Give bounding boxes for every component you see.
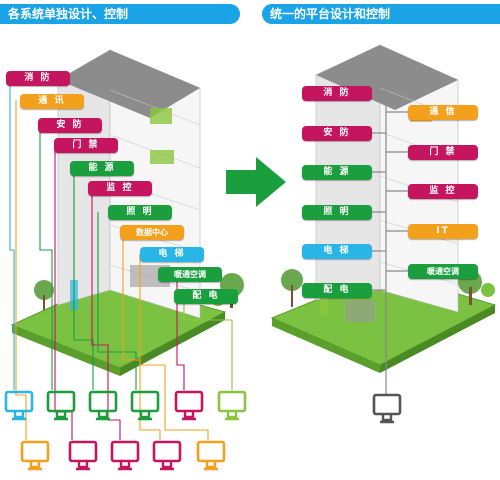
left-label-fire: 消 防 [6,71,70,86]
monitor-icon [152,440,182,471]
right-label-access-control: 门 禁 [408,145,478,160]
right-label-elevator: 电 梯 [302,244,372,259]
left-label-monitoring: 监 控 [88,181,152,196]
left-label-lighting: 照 明 [108,205,172,220]
monitor-icon [68,440,98,471]
right-label-lighting: 照 明 [302,205,372,220]
right-label-power-distribution: 配 电 [302,283,372,298]
right-connector-lines [372,90,408,395]
right-label-hvac: 暖通空调 [408,264,478,279]
monitor-icon [217,390,247,421]
monitor-icon [196,440,226,471]
right-arrow-icon [226,157,286,207]
monitor-icon [174,390,204,421]
right-panel-title: 统一的平台设计和控制 [262,4,500,24]
right-label-fire: 消 防 [302,86,372,101]
monitor-icon [110,440,140,471]
left-connector-lines [9,78,233,440]
monitor-icon [46,390,76,421]
left-panel-title: 各系统单独设计、控制 [0,4,240,24]
left-label-hvac: 暖通空调 [158,267,222,282]
monitor-icon [20,440,50,471]
left-label-energy: 能 源 [70,161,134,176]
left-label-data-center: 数据中心 [120,225,184,240]
right-label-monitoring: 监 控 [408,184,478,199]
monitor-icon [130,390,160,421]
monitor-icons [4,390,402,471]
right-label-security: 安 防 [302,126,372,141]
monitor-icon [4,390,34,421]
unified-monitor-icon [372,393,402,424]
left-label-communication: 通 讯 [20,94,84,109]
right-label-it: IT [408,224,478,239]
right-label-communication: 通 信 [408,105,478,120]
left-label-elevator: 电 梯 [140,247,204,262]
left-label-power-distribution: 配 电 [174,289,238,304]
left-label-access-control: 门 禁 [54,138,118,153]
right-label-energy: 能 源 [302,165,372,180]
left-building [10,49,244,376]
monitor-icon [88,390,118,421]
left-label-security: 安 防 [38,118,102,133]
